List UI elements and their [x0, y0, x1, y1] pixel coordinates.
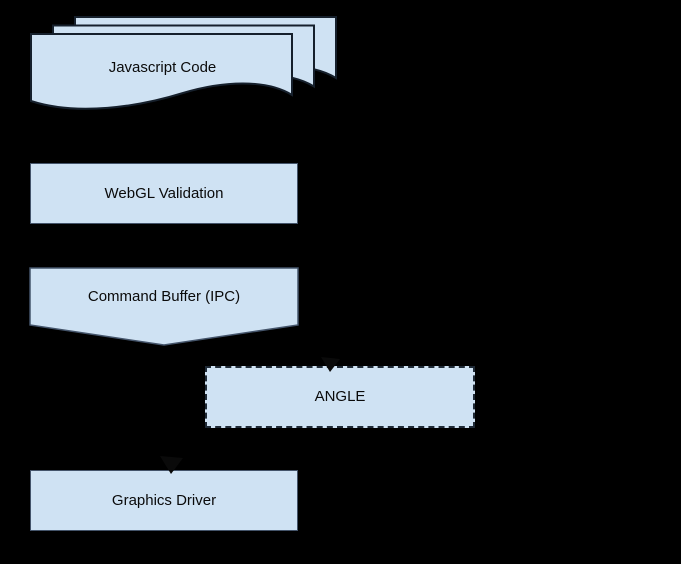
graphics-driver-label: Graphics Driver — [111, 491, 217, 509]
graphics-driver-node: Graphics Driver — [30, 470, 298, 531]
document-shape-front — [30, 33, 293, 110]
javascript-code-document-stack — [30, 16, 337, 110]
webgl-validation-label: WebGL Validation — [104, 184, 224, 202]
command-buffer-node — [29, 267, 299, 346]
command-buffer-shape — [29, 267, 299, 346]
angle-label: ANGLE — [314, 388, 366, 405]
webgl-validation-node: WebGL Validation — [30, 163, 298, 224]
angle-node: ANGLE — [205, 366, 475, 428]
